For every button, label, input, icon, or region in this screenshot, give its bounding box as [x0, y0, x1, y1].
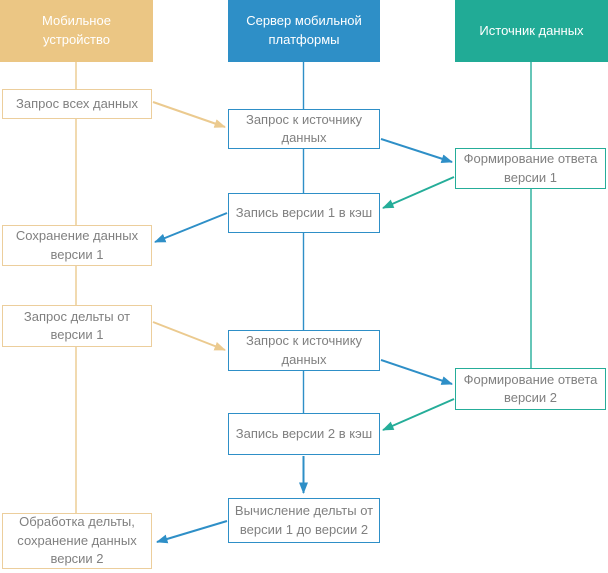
- step-request-to-source-2: Запрос к источнику данных: [228, 330, 380, 371]
- step-compute-delta: Вычисление дельты от версии 1 до версии …: [228, 498, 380, 543]
- step-save-data-v1: Сохранение данных версии 1: [2, 225, 152, 266]
- edge-response2-to-cache2: [382, 398, 455, 431]
- step-label: Запись версии 2 в кэш: [235, 425, 373, 441]
- lane-header-server-label: Сервер мобильной платформы: [246, 13, 362, 47]
- step-label: Формирование ответа версии 2: [463, 371, 598, 405]
- edge-source1-to-response1: [380, 138, 453, 164]
- lane-header-source-label: Источник данных: [479, 22, 584, 38]
- edge-source2-to-response2: [380, 359, 453, 385]
- step-write-v2-cache: Запись версии 2 в кэш: [228, 413, 380, 455]
- edge-compute-delta-to-process: [156, 520, 228, 544]
- step-label: Обработка дельты, сохранение данных верс…: [17, 514, 137, 567]
- step-label: Запрос к источнику данных: [245, 111, 363, 145]
- step-label: Запрос дельты от версии 1: [23, 308, 131, 342]
- lane-header-mobile-label: Мобильное устройство: [42, 13, 111, 47]
- lane-header-mobile-device: Мобильное устройство: [0, 0, 153, 62]
- step-label: Вычисление дельты от версии 1 до версии …: [234, 503, 374, 537]
- edge-request-all-to-source1: [152, 101, 226, 128]
- step-label: Запись версии 1 в кэш: [235, 204, 373, 220]
- step-label: Сохранение данных версии 1: [15, 228, 139, 262]
- step-form-response-v1: Формирование ответа версии 1: [455, 148, 606, 189]
- step-request-delta-v1: Запрос дельты от версии 1: [2, 305, 152, 347]
- step-request-to-source-1: Запрос к источнику данных: [228, 109, 380, 149]
- edge-response1-to-cache1: [382, 176, 455, 209]
- step-form-response-v2: Формирование ответа версии 2: [455, 368, 606, 410]
- edge-cache1-to-save1: [154, 212, 228, 243]
- edge-delta-request-to-source2: [152, 321, 226, 351]
- lane-header-platform-server: Сервер мобильной платформы: [228, 0, 380, 62]
- lane-header-data-source: Источник данных: [455, 0, 608, 62]
- step-request-all-data: Запрос всех данных: [2, 89, 152, 119]
- step-process-delta-save-v2: Обработка дельты, сохранение данных верс…: [2, 513, 152, 569]
- step-label: Формирование ответа версии 1: [463, 151, 598, 185]
- step-label: Запрос к источнику данных: [245, 333, 363, 367]
- step-write-v1-cache: Запись версии 1 в кэш: [228, 193, 380, 233]
- step-label: Запрос всех данных: [15, 95, 139, 111]
